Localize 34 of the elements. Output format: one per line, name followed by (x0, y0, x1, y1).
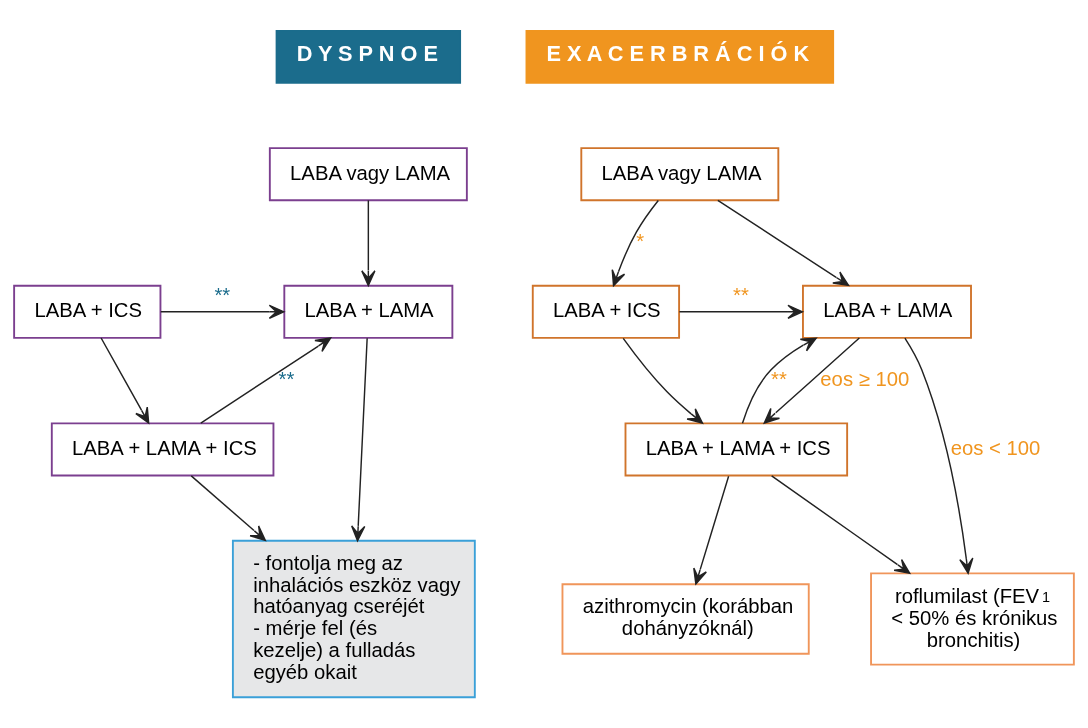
edge-label: ** (771, 368, 787, 391)
arrow (622, 337, 704, 424)
node-box: LABA + LAMA + ICS (624, 422, 849, 477)
edge-label: eos < 100 (950, 436, 1041, 459)
arrow (190, 475, 267, 542)
arrow (770, 475, 911, 574)
edge-label: * (636, 230, 645, 253)
node-box: LABA + ICS (531, 284, 681, 339)
edge-label: ** (214, 283, 231, 306)
arrow (350, 337, 368, 542)
node-box: LABA + LAMA + ICS (50, 422, 275, 477)
edge-label: ** (733, 283, 749, 306)
arrow (160, 304, 285, 320)
node-box: LABA vagy LAMA (580, 147, 780, 202)
edge-label: ** (278, 368, 295, 391)
arrow (904, 337, 974, 574)
node-box: E X A C E R B R Á C I Ó K (525, 30, 835, 84)
node-box: azithromycin (korábban dohányzóknál) (561, 583, 810, 655)
node-box: LABA vagy LAMA (268, 147, 468, 202)
edge-label: eos ≥ 100 (820, 368, 910, 391)
arrow (693, 475, 730, 585)
arrow (100, 337, 150, 424)
node-box: LABA + LAMA (283, 284, 454, 339)
arrow (611, 199, 659, 287)
arrow (361, 199, 376, 287)
arrow (763, 337, 861, 424)
arrow (717, 199, 850, 287)
node-box: LABA + LAMA (802, 284, 972, 339)
arrow (678, 304, 804, 320)
arrow (200, 337, 332, 424)
node-box: D Y S P N O E (275, 30, 462, 84)
node-box: LABA + ICS (13, 284, 162, 339)
node-box: - fontolja meg az inhalációs eszköz vagy hatóanyag cseréjét - mérje fel (és kezelje) a fulladás egyéb okait (231, 539, 476, 699)
arrow (741, 337, 817, 424)
